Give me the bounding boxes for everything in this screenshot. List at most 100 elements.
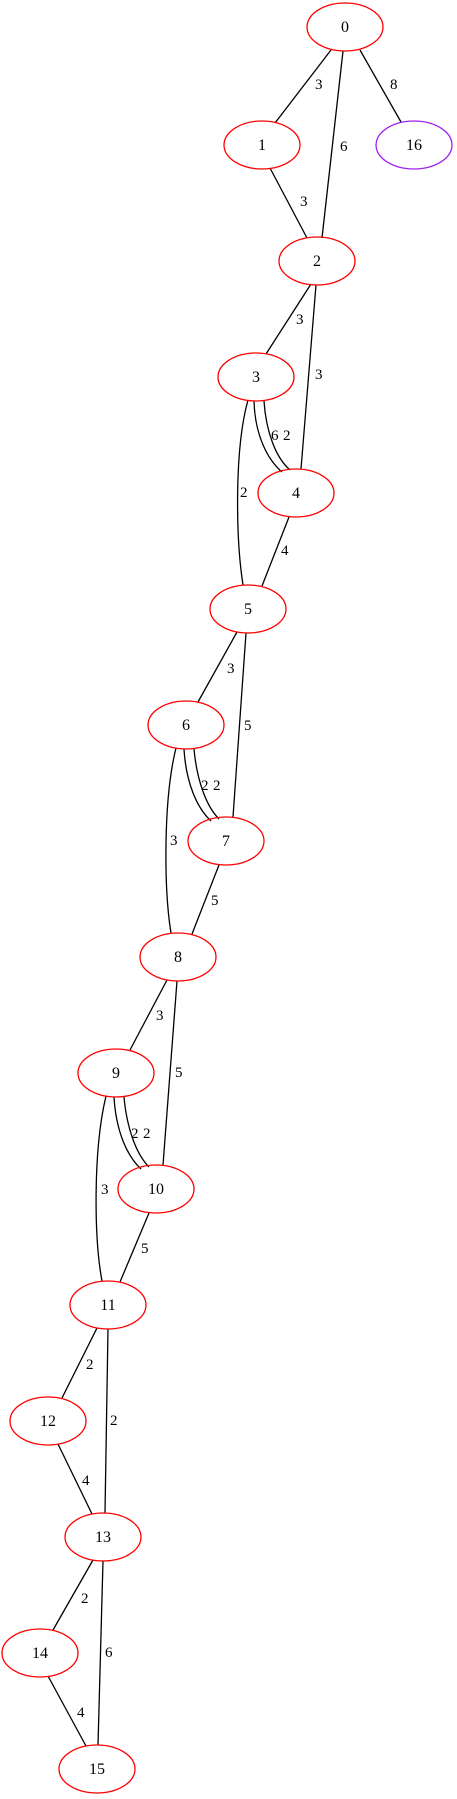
edge-weight-label: 6	[105, 1645, 113, 1661]
node-7: 7	[187, 816, 265, 866]
edge-6-7	[183, 748, 212, 822]
edge-9-11	[95, 1095, 107, 1282]
node-label: 2	[313, 253, 321, 270]
edge-3-5	[236, 399, 249, 586]
node-5: 5	[209, 584, 287, 634]
edge-weight-label: 5	[211, 893, 219, 909]
edge-6-7	[193, 748, 220, 820]
edge-weight-label: 5	[141, 1241, 149, 1257]
edge-14-15	[47, 1675, 87, 1747]
node-9: 9	[77, 1048, 155, 1098]
edge-10-11	[119, 1212, 150, 1283]
edge-weight-label: 2	[201, 778, 209, 794]
node-11: 11	[69, 1280, 147, 1330]
node-16: 16	[375, 120, 453, 170]
edge-11-12	[61, 1327, 98, 1399]
edge-weight-label: 3	[101, 1182, 109, 1198]
edge-2-4	[300, 284, 317, 470]
node-label: 16	[406, 137, 422, 154]
node-15: 15	[58, 1744, 136, 1794]
edge-8-10	[162, 980, 178, 1166]
node-ellipse	[139, 932, 217, 982]
node-ellipse	[187, 816, 265, 866]
edge-8-9	[129, 979, 168, 1051]
edge-0-2	[321, 50, 344, 239]
edge-weight-label: 6	[340, 139, 348, 155]
edge-weight-label: 2	[240, 485, 248, 501]
edge-weight-label: 2	[213, 778, 221, 794]
edge-weight-label: 3	[156, 1008, 164, 1024]
edge-12-13	[57, 1443, 93, 1515]
node-ellipse	[147, 700, 225, 750]
node-label: 6	[182, 717, 190, 734]
edge-weight-label: 6	[271, 428, 279, 444]
edge-13-15	[97, 1560, 104, 1746]
edge-0-16	[359, 49, 402, 123]
edge-weight-label: 4	[77, 1705, 85, 1721]
node-ellipse	[223, 120, 301, 170]
node-2: 2	[278, 236, 356, 286]
edge-weight-label: 2	[143, 1126, 151, 1142]
edge-weight-label: 5	[244, 718, 252, 734]
edge-6-8	[165, 747, 177, 934]
edge-weight-label: 3	[315, 77, 323, 93]
edge-weight-label: 2	[110, 1413, 118, 1429]
node-13: 13	[64, 1512, 142, 1562]
node-ellipse	[306, 2, 384, 52]
edge-weight-label: 2	[86, 1357, 94, 1373]
edge-weight-label: 2	[81, 1591, 89, 1607]
node-label: 7	[222, 833, 230, 850]
node-ellipse	[1, 1628, 79, 1678]
node-4: 4	[257, 468, 335, 518]
node-label: 15	[89, 1761, 105, 1778]
node-label: 8	[174, 949, 182, 966]
node-label: 13	[95, 1529, 111, 1546]
edge-3-4	[263, 400, 291, 471]
edge-weight-label: 2	[131, 1126, 139, 1142]
node-label: 4	[292, 485, 300, 502]
node-ellipse	[9, 1396, 87, 1446]
edge-weight-label: 8	[390, 77, 398, 93]
edge-9-10	[113, 1096, 142, 1170]
node-label: 3	[252, 369, 260, 386]
node-label: 0	[341, 19, 349, 36]
node-3: 3	[217, 352, 295, 402]
node-ellipse	[217, 352, 295, 402]
node-0: 0	[306, 2, 384, 52]
edge-weight-label: 2	[283, 428, 291, 444]
edge-13-14	[52, 1559, 94, 1631]
edge-9-10	[123, 1096, 150, 1168]
edge-weight-label: 3	[315, 367, 323, 383]
edge-weight-label: 3	[300, 194, 308, 210]
edge-4-5	[261, 516, 290, 587]
node-ellipse	[117, 1164, 195, 1214]
node-10: 10	[117, 1164, 195, 1214]
edge-5-7	[232, 632, 247, 818]
node-label: 14	[32, 1645, 48, 1662]
node-ellipse	[69, 1280, 147, 1330]
node-label: 5	[244, 601, 252, 618]
edge-3-4	[253, 400, 283, 473]
edge-11-13	[104, 1328, 109, 1514]
node-label: 1	[258, 137, 266, 154]
edge-weight-label: 5	[175, 1065, 183, 1081]
edge-2-3	[265, 283, 312, 355]
node-ellipse	[64, 1512, 142, 1562]
edge-0-1	[274, 49, 332, 124]
edge-1-2	[269, 167, 308, 239]
node-ellipse	[278, 236, 356, 286]
node-6: 6	[147, 700, 225, 750]
node-label: 12	[40, 1413, 56, 1430]
edge-weight-label: 4	[281, 543, 289, 559]
node-8: 8	[139, 932, 217, 982]
node-ellipse	[209, 584, 287, 634]
node-label: 10	[148, 1181, 164, 1198]
node-ellipse	[58, 1744, 136, 1794]
node-14: 14	[1, 1628, 79, 1678]
edge-weight-label: 4	[82, 1473, 90, 1489]
node-ellipse	[257, 468, 335, 518]
edge-weight-label: 3	[170, 833, 178, 849]
